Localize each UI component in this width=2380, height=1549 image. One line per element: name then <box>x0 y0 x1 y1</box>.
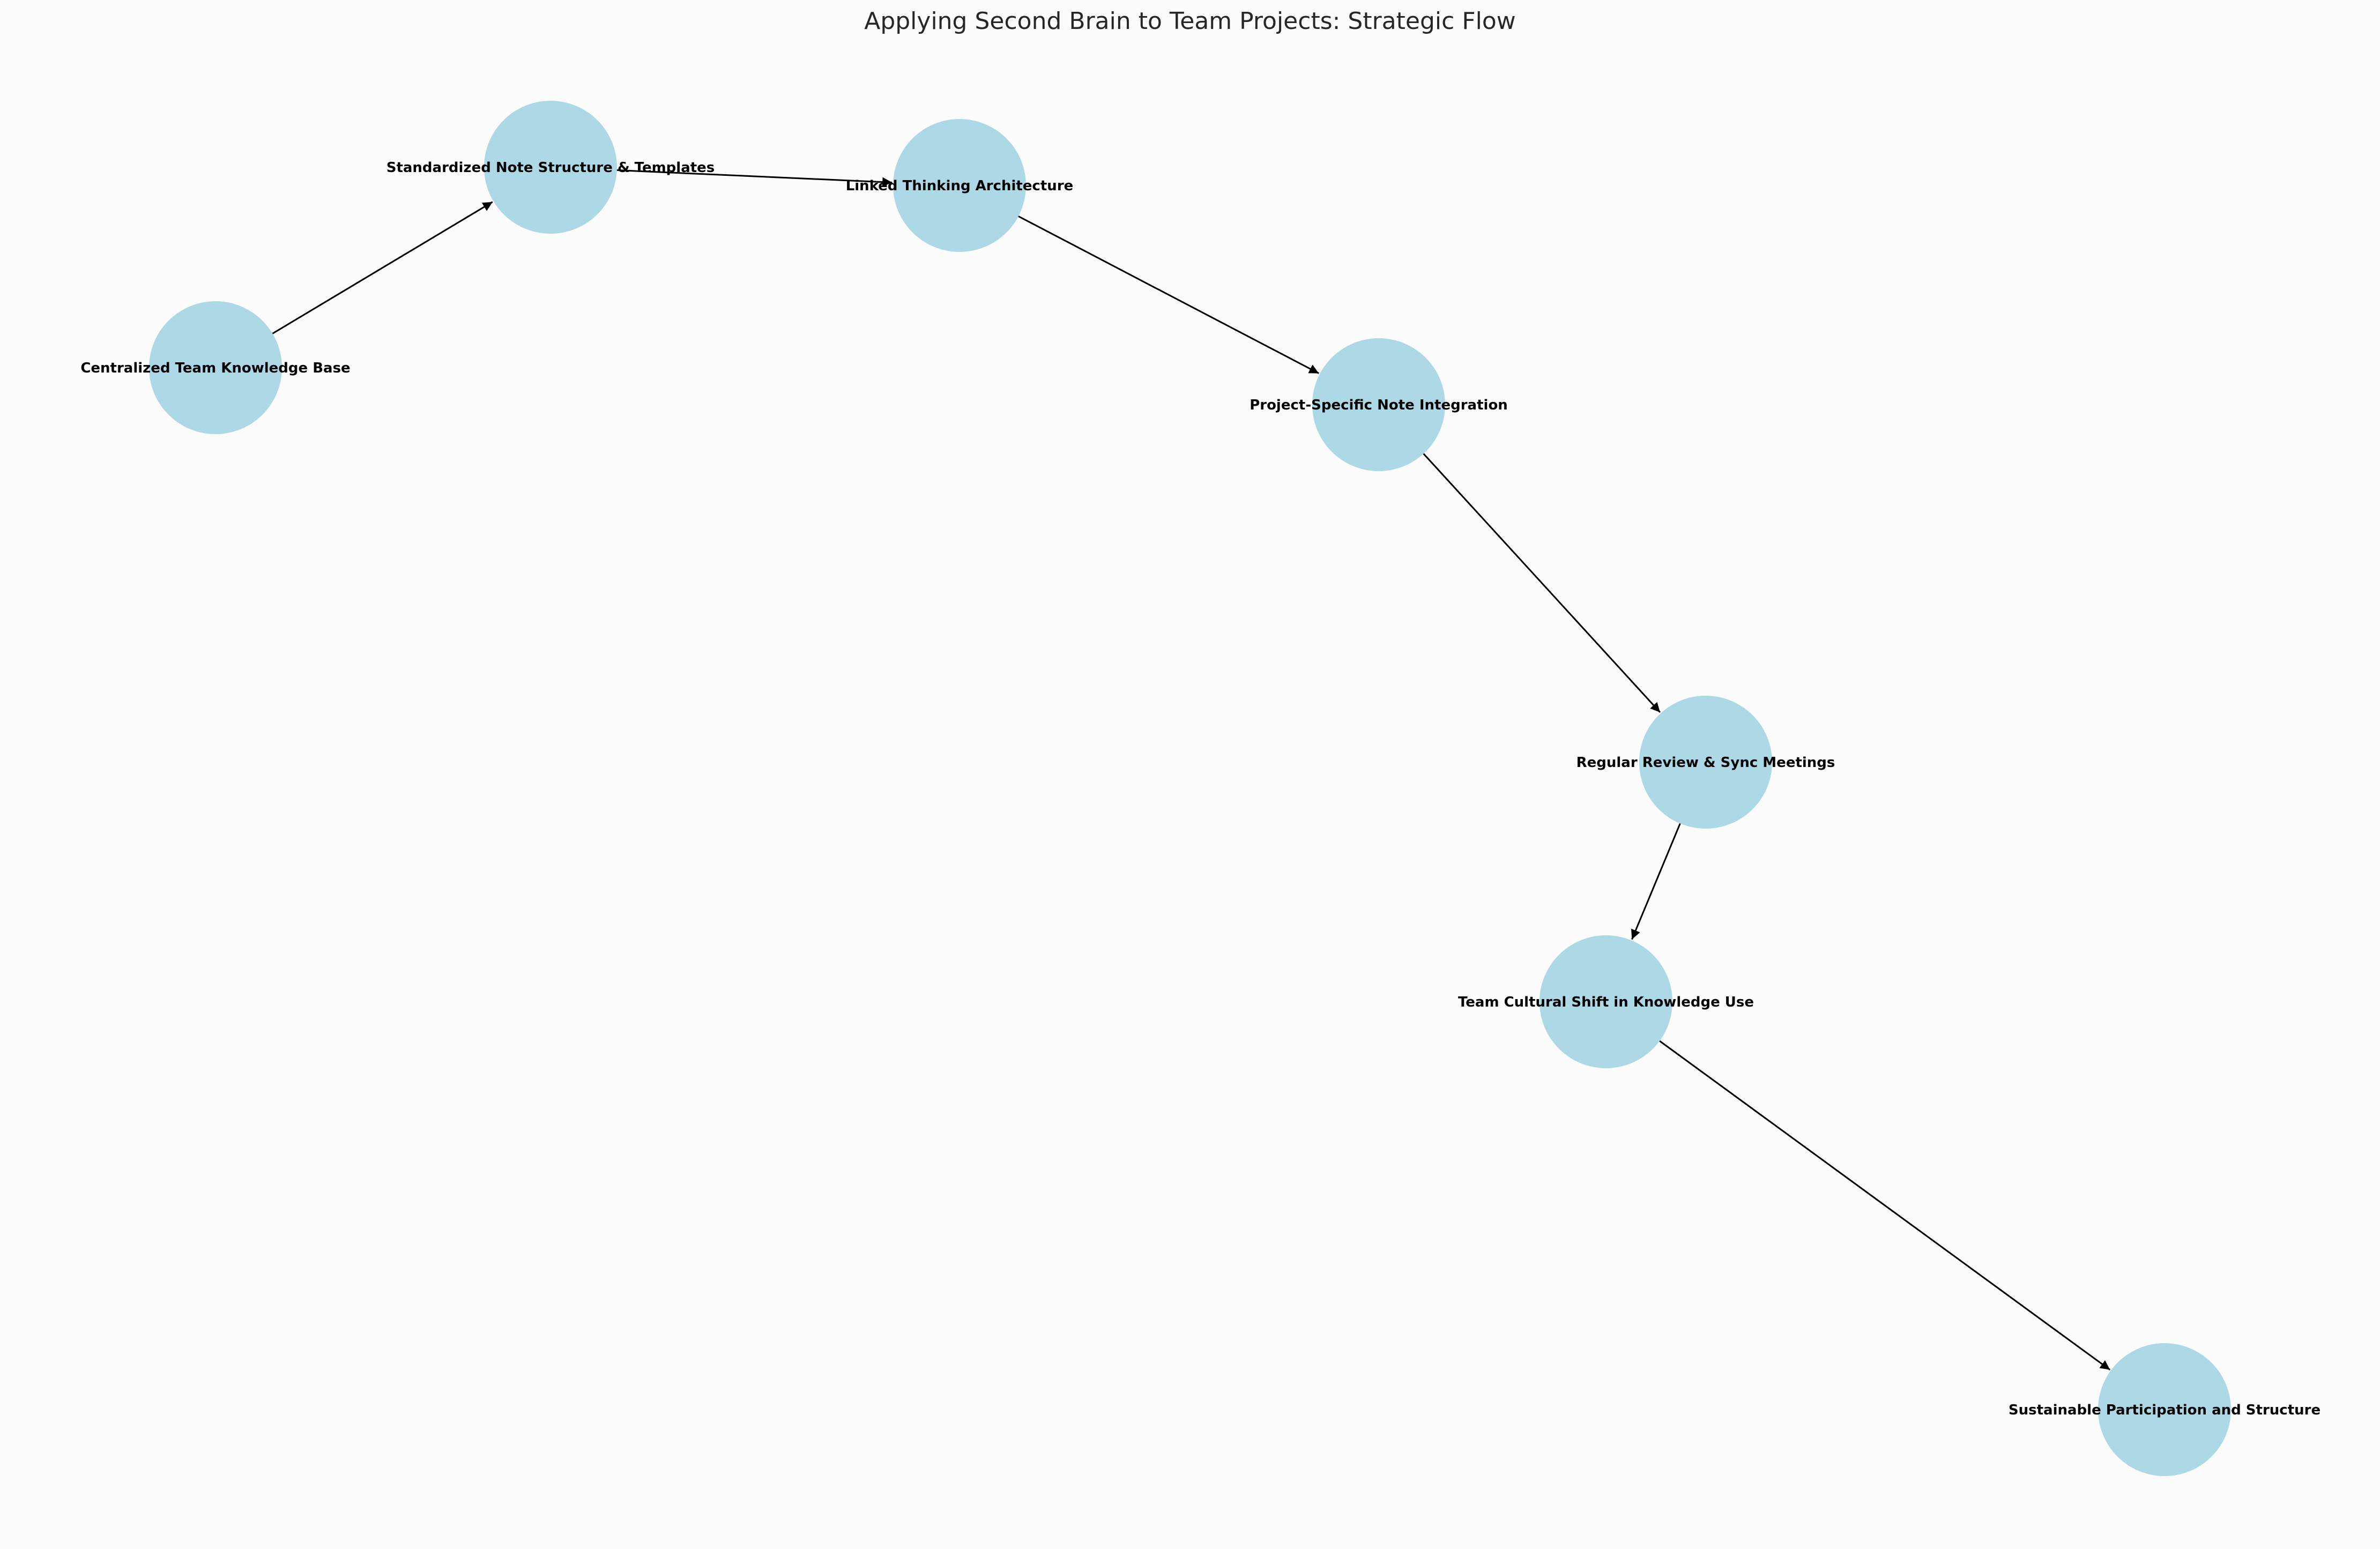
edge-n5-n6 <box>1631 823 1681 940</box>
node-circle-n2 <box>484 101 617 234</box>
edges-layer <box>272 169 2111 1371</box>
node-circle-n5 <box>1639 696 1772 829</box>
node-label-n4: Project-Specific Note Integration <box>1250 397 1508 413</box>
node-label-n5: Regular Review & Sync Meetings <box>1576 755 1835 771</box>
edge-n1-n2 <box>272 201 493 334</box>
nodes-layer <box>149 101 2231 1476</box>
node-circle-n7 <box>2098 1343 2231 1476</box>
node-label-n2: Standardized Note Structure & Templates <box>386 160 715 176</box>
node-circle-n3 <box>893 119 1026 252</box>
node-circle-n6 <box>1539 935 1672 1068</box>
edge-n4-n5 <box>1423 453 1661 713</box>
node-label-n6: Team Cultural Shift in Knowledge Use <box>1458 994 1754 1010</box>
edge-n6-n7 <box>1659 1040 2111 1371</box>
edge-n3-n4 <box>1018 215 1320 374</box>
node-label-n7: Sustainable Participation and Structure <box>2009 1402 2320 1418</box>
node-label-n3: Linked Thinking Architecture <box>846 178 1074 194</box>
diagram-title: Applying Second Brain to Team Projects: … <box>864 8 1516 35</box>
edge-n2-n3 <box>616 169 892 187</box>
node-circle-n4 <box>1312 338 1445 471</box>
node-circle-n1 <box>149 301 282 434</box>
labels-layer: Centralized Team Knowledge Base Standardi… <box>80 160 2320 1418</box>
node-label-n1: Centralized Team Knowledge Base <box>80 360 350 376</box>
